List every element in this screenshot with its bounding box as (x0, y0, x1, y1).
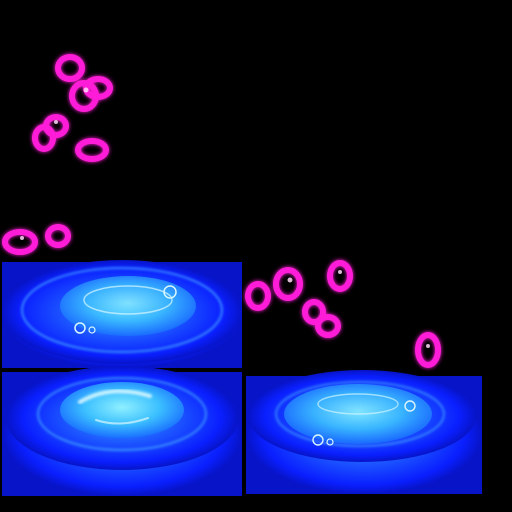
splash-frame-1-inner-pool (60, 276, 196, 336)
droplet-icon (245, 281, 271, 311)
droplet-highlight-icon (54, 120, 58, 124)
bubble-icon (88, 326, 96, 334)
bubble-icon (74, 322, 86, 334)
droplet-icon (2, 229, 38, 255)
droplet-icon (302, 299, 326, 325)
droplet-highlight-icon (338, 270, 342, 274)
droplet-icon (75, 138, 109, 162)
splash-frame-1-highlight (83, 285, 173, 315)
bubble-icon (326, 438, 334, 446)
droplet-highlight-icon (426, 344, 430, 348)
droplet-icon (327, 260, 353, 292)
droplet-cluster-3 (245, 260, 353, 338)
splash-frame-2-ripple-ring (37, 377, 207, 451)
splash-frame-1 (2, 260, 242, 368)
droplet-icon (55, 54, 85, 82)
droplet-highlight-icon (20, 236, 24, 240)
splash-frame-3 (246, 370, 482, 494)
droplet-icon (32, 124, 56, 152)
droplet-icon (273, 267, 303, 301)
droplet-highlight-icon (83, 87, 89, 93)
droplet-cluster-1 (32, 54, 113, 162)
droplet-highlights (20, 87, 430, 348)
droplet-icon (69, 80, 99, 112)
droplet-cluster-2 (2, 224, 71, 255)
bubble-icon (163, 285, 177, 299)
droplet-cluster-4 (415, 332, 441, 368)
droplet-icon (415, 332, 441, 368)
splash-frame-1-ripple-ring (21, 267, 223, 353)
splash-frame-2-highlight-lower (95, 417, 149, 425)
splash-frame-3-highlight (317, 393, 399, 415)
droplet-icon (45, 224, 71, 248)
splash-frame-2-highlight (78, 389, 152, 404)
splash-frame-3-ripple-ring (275, 381, 445, 447)
bubble-icon (312, 434, 324, 446)
splash-frame-2 (2, 366, 242, 496)
droplet-icon (315, 314, 341, 338)
droplet-highlight-icon (287, 277, 293, 283)
bubble-icon (404, 400, 416, 412)
